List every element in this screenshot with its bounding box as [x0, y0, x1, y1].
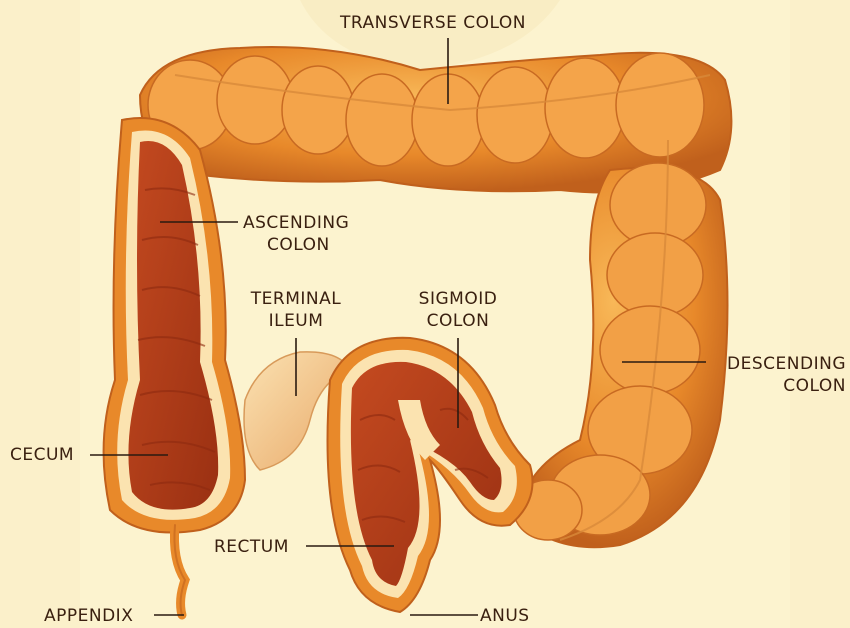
label-sigmoid-colon: SIGMOID COLON	[408, 288, 508, 332]
label-descending-colon: DESCENDING COLON	[708, 353, 846, 397]
sigmoid-colon-and-rectum	[328, 338, 533, 612]
ascending-colon-and-cecum	[104, 118, 245, 533]
label-appendix: APPENDIX	[44, 605, 133, 627]
label-terminal-ileum: TERMINAL ILEUM	[240, 288, 352, 332]
label-anus: ANUS	[480, 605, 530, 627]
descending-colon	[514, 140, 728, 547]
label-rectum: RECTUM	[214, 536, 289, 558]
label-transverse-colon: TRANSVERSE COLON	[340, 12, 526, 34]
label-ascending-colon: ASCENDING COLON	[243, 212, 349, 256]
label-cecum: CECUM	[10, 444, 74, 466]
